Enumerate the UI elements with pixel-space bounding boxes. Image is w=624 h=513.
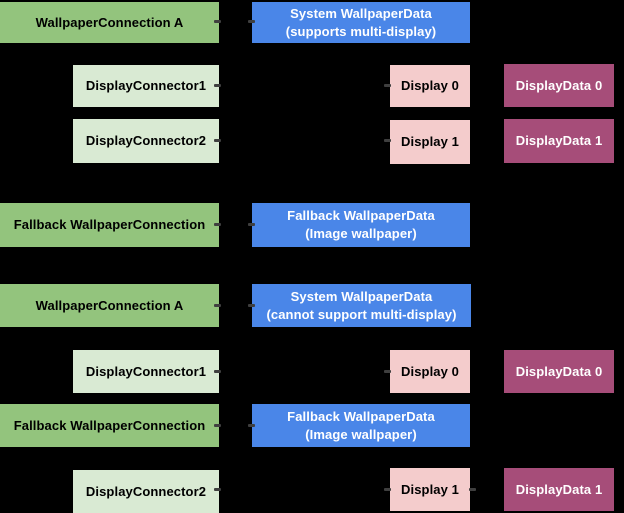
node-label: Display 0	[401, 78, 459, 93]
connector-tick	[384, 488, 391, 491]
wallpaper-connection-a-mid: WallpaperConnection A	[0, 284, 219, 327]
display-data-1-top: DisplayData 1	[504, 119, 614, 163]
display-data-0-top: DisplayData 0	[504, 64, 614, 107]
connector-tick	[214, 488, 221, 491]
node-label: Fallback WallpaperConnection	[13, 417, 206, 433]
connector-tick	[248, 223, 255, 226]
node-sublabel: (Image wallpaper)	[305, 226, 417, 241]
fallback-wallpaper-data-mid: Fallback WallpaperData (Image wallpaper)	[252, 203, 470, 247]
node-label: DisplayConnector1	[85, 78, 207, 93]
node-label: WallpaperConnection A	[35, 297, 184, 313]
node-label: Display 0	[401, 363, 459, 379]
connector-tick	[214, 370, 221, 373]
display-data-1-bottom: DisplayData 1	[504, 468, 614, 511]
fallback-wallpaper-connection-mid: Fallback WallpaperConnection	[0, 203, 219, 247]
node-label: Display 1	[401, 481, 459, 497]
connector-tick	[214, 139, 221, 142]
node-label: DisplayData 0	[515, 363, 603, 379]
node-label: WallpaperConnection A	[35, 14, 184, 30]
node-label: DisplayData 0	[515, 77, 603, 93]
display-0-top: Display 0	[390, 65, 470, 107]
connector-tick	[214, 424, 221, 427]
fallback-wallpaper-connection-bottom: Fallback WallpaperConnection	[0, 404, 219, 447]
display-connector-2-top: DisplayConnector2	[73, 119, 219, 163]
display-data-0-bottom: DisplayData 0	[504, 350, 614, 393]
node-label: Fallback WallpaperData	[287, 408, 435, 424]
node-label: Display 1	[401, 134, 459, 149]
node-sublabel: (Image wallpaper)	[305, 426, 417, 442]
connector-tick	[384, 84, 391, 87]
fallback-wallpaper-data-bottom: Fallback WallpaperData (Image wallpaper)	[252, 404, 470, 447]
node-label: System WallpaperData	[290, 288, 433, 304]
connector-tick	[384, 139, 391, 142]
connector-tick	[469, 488, 476, 491]
node-label: System WallpaperData	[290, 5, 432, 21]
connector-tick	[214, 304, 221, 307]
connector-tick	[384, 370, 391, 373]
system-wallpaper-data-no-multi: System WallpaperData (cannot support mult…	[252, 284, 471, 327]
connector-tick	[214, 20, 221, 23]
node-label: DisplayData 1	[515, 481, 603, 497]
node-label: DisplayConnector2	[85, 133, 207, 148]
wallpaper-connection-a-top: WallpaperConnection A	[0, 2, 219, 43]
connector-tick	[248, 304, 255, 307]
display-0-bottom: Display 0	[390, 350, 470, 393]
display-connector-1-bottom: DisplayConnector1	[73, 350, 219, 393]
display-connector-1-top: DisplayConnector1	[73, 65, 219, 107]
connector-tick	[214, 223, 221, 226]
connector-tick	[248, 424, 255, 427]
node-label: DisplayConnector1	[85, 363, 207, 379]
node-sublabel: (cannot support multi-display)	[266, 306, 457, 322]
connector-tick	[248, 20, 255, 23]
display-connector-2-bottom: DisplayConnector2	[73, 470, 219, 513]
node-sublabel: (supports multi-display)	[285, 23, 437, 39]
node-label: Fallback WallpaperConnection	[13, 217, 206, 232]
node-label: DisplayConnector2	[85, 483, 207, 499]
node-label: DisplayData 1	[515, 133, 603, 148]
display-1-top: Display 1	[390, 120, 470, 164]
node-label: Fallback WallpaperData	[287, 208, 435, 223]
display-1-bottom: Display 1	[390, 468, 470, 511]
connector-tick	[214, 84, 221, 87]
system-wallpaper-data-multi: System WallpaperData (supports multi-disp…	[252, 2, 470, 43]
